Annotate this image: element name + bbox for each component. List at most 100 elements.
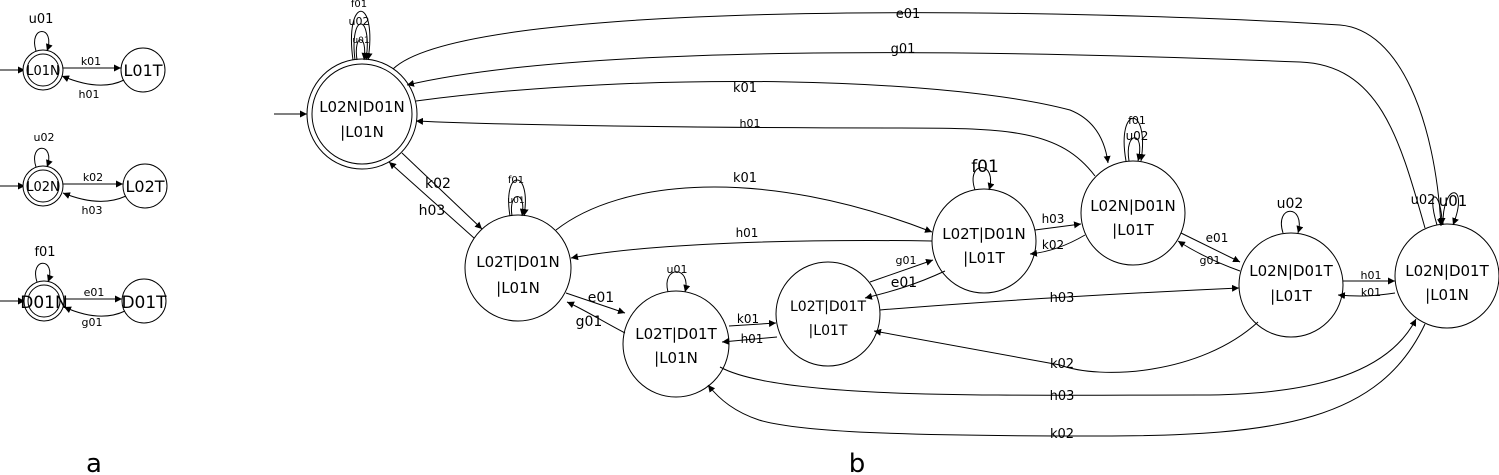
edge-l02t-l02n-h03: h03 [62,192,127,217]
edge-label: h01 [1361,269,1382,282]
edge-label: h01 [79,88,100,101]
state-label: L02N [26,180,60,195]
edge-s1-s0-h03: h03 [388,161,475,239]
panel-label-a: a [86,449,102,475]
edge-label: f01 [971,157,999,177]
state-label-line1: L02N|D01T [1405,262,1489,280]
state-label-line1: L02N|D01N [1090,197,1176,215]
edge-s1-s4-k01: k01 [555,171,933,233]
edge-s6-self-u02: u02 [1277,196,1303,234]
edge-s2-s1-g01: g01 [566,301,626,334]
edge-label: h01 [736,226,759,240]
edge-s0-self-u02: u02 [349,15,371,61]
state-s0: L02N|D01N |L01N [306,58,418,170]
edge-s6-s5-g01: g01 [1177,240,1241,272]
edge-label: g01 [82,316,103,329]
state-label-line1: L02N|D01N [319,98,405,116]
edge-l01n-self-u01: u01 [29,12,53,52]
edge-s4-self-f01: f01 [971,157,999,191]
edge-label: u01 [507,196,524,206]
edge-label: f01 [34,245,55,260]
edge-s0-s5-k01: k01 [415,80,1111,164]
edge-label: f01 [508,175,524,186]
panel-b: L02N|D01N |L01N L02T|D01N |L01N L02T|D01… [274,0,1499,475]
edge-s4-s5-h03: h03 [1034,212,1082,231]
state-label-line1: L02N|D01T [1249,262,1333,280]
edge-label: g01 [1200,254,1221,267]
edge-s3-s4-g01: g01 [869,254,934,283]
state-s1: L02T|D01N |L01N [464,214,572,322]
edge-label: g01 [896,254,917,267]
edge-s2-self-u01: u01 [666,263,691,293]
edge-label: e01 [896,7,921,22]
state-label-line2: |L01T [1270,287,1312,305]
state-s5: L02N|D01N |L01T [1080,160,1186,266]
edge-s6-s3-k02: k02 [873,321,1259,373]
state-label-line2: |L01N [654,349,698,367]
state-label: D01T [121,293,167,313]
edge-label: u02 [34,131,55,144]
edge-label: g01 [576,314,603,330]
state-s7: L02N|D01T |L01N [1394,223,1499,329]
state-d01t: D01T [121,278,167,324]
state-label-line2: |L01T [809,323,848,339]
state-label: L01T [123,61,162,80]
state-s4: L02T|D01N |L01T [931,188,1037,294]
state-label-line1: L02T|D01N [476,253,560,271]
state-s3: L02T|D01T |L01T [775,261,881,367]
edge-label: h03 [1042,212,1065,226]
edge-label: k02 [83,171,103,184]
edge-s7-s0-g01: g01 [406,42,1426,229]
edge-s2-s3-k01: k01 [728,312,777,327]
state-l01n: L01N [22,49,64,91]
edge-label: e01 [588,290,614,306]
state-label: L01N [26,64,60,79]
state-s6: L02N|D01T |L01T [1238,232,1344,338]
edge-label: h03 [82,204,103,217]
edge-s0-s7-e01: e01 [392,7,1445,227]
edge-d01n-d01t-e01: e01 [64,286,122,303]
edge-label: k01 [1361,286,1381,299]
edge-s7-self-u01: u01 [1439,192,1468,226]
edge-label: h01 [741,332,764,346]
edge-label: e01 [1206,231,1229,245]
edge-l02n-self-u02: u02 [34,131,55,168]
edge-s6-s7-h01: h01 [1343,269,1395,285]
edge-label: e01 [891,275,917,291]
edge-s5-s6-e01: e01 [1180,231,1241,263]
state-label-line1: L02T|D01T [790,299,866,315]
state-label-line1: L02T|D01N [942,225,1026,243]
edge-label: f01 [1128,114,1146,127]
state-label-line2: |L01N [1425,286,1469,304]
edge-s1-self-u01: u01 [507,196,527,217]
edge-label: u01 [667,263,688,276]
edge-label: k02 [1050,357,1074,372]
edge-label: k01 [733,171,757,186]
edge-label: h03 [419,203,446,219]
edge-s0-self-u01: u01 [352,36,370,61]
state-label-line2: |L01T [963,249,1005,267]
state-l02t: L02T [122,163,168,209]
edge-d01n-self-f01: f01 [34,245,56,283]
state-label-line2: |L01T [1112,221,1154,239]
state-l01t: L01T [120,47,166,93]
edge-s1-s2-e01: e01 [565,290,626,315]
state-s2: L02T|D01T |L01N [622,290,730,398]
edge-s5-s4-k02: k02 [1029,234,1086,257]
edge-s5-self-u02: u02 [1126,129,1148,162]
edge-label: u02 [1411,193,1436,208]
edge-label: h01 [740,117,761,130]
edge-label: u02 [349,15,370,28]
edge-label: k01 [81,55,101,68]
edge-s7-s2-k02: k02 [707,323,1426,442]
edge-label: k02 [1042,238,1064,252]
panel-a: L01N L01T u01 k01 h01 L02N L02T [0,12,168,475]
edge-s3-s6-h03: h03 [879,284,1240,311]
edge-label: h03 [1050,291,1075,306]
edge-label: u01 [1439,192,1468,210]
edge-l01n-l01t-k01: k01 [63,55,121,72]
edge-d01t-d01n-g01: g01 [63,306,126,329]
state-label-line2: |L01N [340,123,384,141]
edge-label: g01 [891,42,916,57]
